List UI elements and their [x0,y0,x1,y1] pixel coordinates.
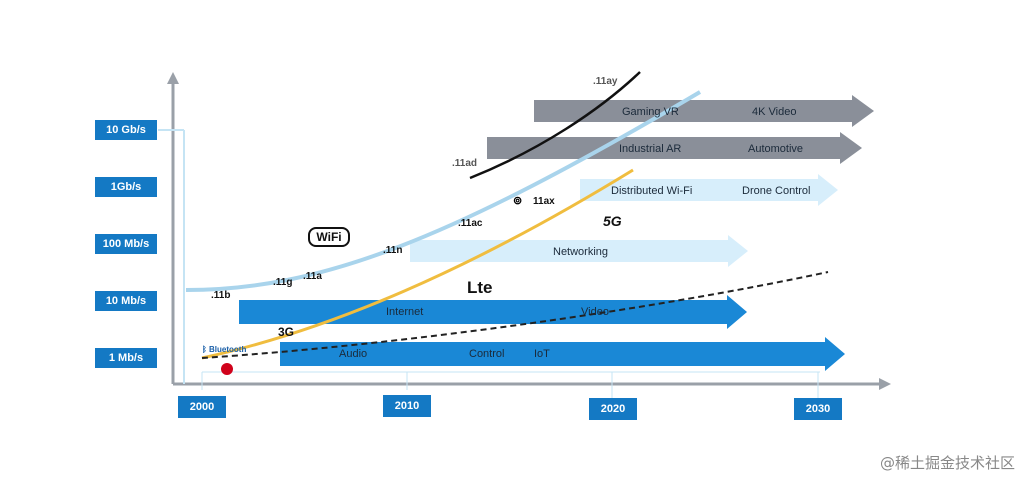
tag-11b: .11b [211,290,231,301]
band-gaming-vr-label: Gaming VR [622,106,679,118]
band-4k-video-label: 4K Video [752,106,797,118]
series-curve-4 [201,271,829,359]
band-arrow-4 [410,235,748,267]
bluetooth-logo-icon: ᛒ Bluetooth [202,345,247,354]
lte-logo-icon: Lte [467,278,493,298]
tag-11a: .11a [303,271,322,282]
5g-logo-text: 5G [603,213,622,229]
bluetooth-logo-text: Bluetooth [209,345,247,354]
x-axis-arrow [879,378,891,390]
band-video-label: Video [581,306,609,318]
band-arrow-1 [534,95,874,127]
band-arrow-3 [580,174,838,206]
x-label-2010: 2010 [383,395,431,417]
series-curve-1 [185,90,702,292]
wifi-logo-icon: WiFi [308,227,350,247]
tag-11ay: .11ay [593,76,618,87]
band-industrial-ar-label: Industrial AR [619,143,682,155]
band-distributed-wifi-label: Distributed Wi-Fi [611,185,693,197]
zigbee-logo-icon [221,363,233,375]
tag-11ax: 11ax [533,196,555,207]
x-label-2000: 2000 [178,396,226,418]
y-label-100mbps: 100 Mb/s [95,234,157,254]
band-arrow-5 [239,295,747,329]
band-arrow-2 [487,132,862,164]
wifi-logo-text: WiFi [316,230,342,244]
y-label-10mbps: 10 Mb/s [95,291,157,311]
band-group [239,95,874,371]
tag-11ac: .11ac [458,218,483,229]
series-curve-3 [201,168,634,360]
band-audio-label: Audio [339,348,368,360]
band-automotive-label: Automotive [748,143,804,155]
tag-3g: 3G [278,325,295,339]
tag-11g: .11g [273,277,293,288]
band-internet-label: Internet [386,306,424,318]
y-label-10gbps: 10 Gb/s [95,120,157,140]
x-label-2020: 2020 [589,398,637,420]
band-networking-label: Networking [553,246,609,258]
y-label-1gbps: 1Gb/s [95,177,157,197]
y-label-1mbps: 1 Mb/s [95,348,157,368]
x-label-2030: 2030 [794,398,842,420]
tag-11n: .11n [383,245,403,256]
band-arrow-6 [280,337,845,371]
tag-11ad: .11ad [452,158,478,169]
curve-group [185,71,829,360]
5g-logo-icon: 5G [603,213,622,229]
wifi6-icon: ⊚ [513,195,523,207]
band-iot-label: IoT [534,348,550,360]
series-curve-2 [469,71,641,180]
band-control-label: Control [469,348,505,360]
lte-logo-text: Lte [467,278,493,297]
band-drone-control-label: Drone Control [742,185,811,197]
watermark-text: @稀土掘金技术社区 [879,454,1015,472]
y-axis-arrow [167,72,179,84]
